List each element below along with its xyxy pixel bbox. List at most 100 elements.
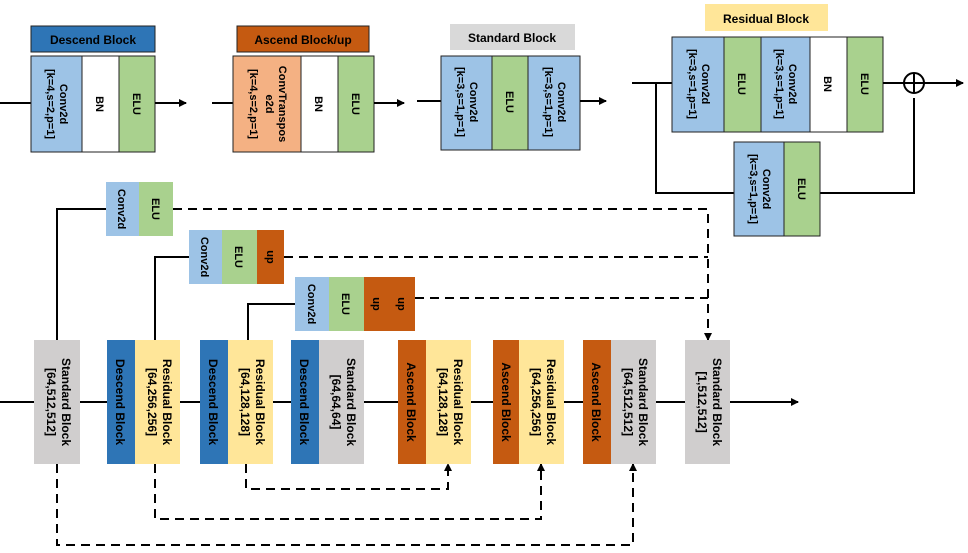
branch2-feed-line [154, 256, 189, 340]
std1-name: Standard Block [59, 358, 73, 446]
pipeline-standard-block-3: Standard Block [64,512,512] [611, 340, 656, 464]
legend-residual-skip-elu-label: ELU [795, 178, 807, 200]
legend-residual-elu2-layer [846, 36, 884, 133]
branch3-conv-layer [295, 277, 329, 331]
std3-name: Standard Block [636, 358, 650, 446]
branch3-feed-line [247, 303, 295, 340]
pipeline-standard-block-2: Standard Block [64,64,64] [319, 340, 364, 464]
pipeline-descend-block-2: Descend Block [200, 340, 228, 464]
legend-standard-conv1-name: Conv2d [467, 82, 479, 122]
res2-dims: [64,128,128] [238, 368, 252, 436]
branch2-elu-label: ELU [232, 246, 244, 268]
legend-residual-title-bg [705, 4, 828, 31]
legend-ascend-conv-params: [k=4,s=2,p=1] [247, 69, 259, 139]
legend-standard-elu1-label: ELU [503, 91, 515, 113]
legend-ascend-elu-layer [337, 55, 375, 153]
pipeline-ascend-block-1: Ascend Block [398, 340, 426, 464]
branch3-up1-layer [364, 277, 390, 331]
res3-dims: [64,128,128] [436, 368, 450, 436]
res3-name: Residual Block [451, 359, 465, 445]
pipeline-standard-block-output: Standard Block [1,512,512] [685, 340, 730, 464]
asc1-name: Ascend Block [404, 362, 418, 442]
legend-descend-conv-params: [k=4,s=2,p=1] [44, 69, 56, 139]
legend-descend-conv-layer [30, 55, 83, 153]
desc1-rect [107, 340, 135, 464]
std3-dims: [64,512,512] [621, 368, 635, 436]
branch2-conv-label: Conv2d [198, 237, 210, 277]
legend-residual-skip-conv-params: [k=3,s=1,p=1] [747, 154, 759, 224]
pipeline-blocks: Standard Block [64,512,512] Descend Bloc… [34, 340, 730, 464]
legend-residual-elu2-label: ELU [858, 73, 870, 95]
sum-icon [903, 72, 925, 94]
legend-descend-bn-label: BN [93, 96, 105, 112]
branch1-elu-label: ELU [149, 198, 161, 220]
branch2-up-layer [257, 230, 284, 284]
legend-residual-conv2-params: [k=3,s=1,p=1] [773, 49, 785, 119]
asc1-rect [398, 340, 426, 464]
res3-rect [426, 340, 471, 464]
legend-residual-elu1-label: ELU [735, 73, 747, 95]
legend-residual-bn-label: BN [821, 76, 833, 92]
legend-standard-block: Standard Block Conv2d [k=3,s=1,p=1] ELU … [417, 24, 607, 151]
legend-residual-conv1-layer [671, 36, 725, 133]
branch3-conv-label: Conv2d [305, 284, 317, 324]
legend-ascend-convtrans-layer [232, 55, 302, 153]
legend-residual-skip-conv-layer [733, 141, 785, 237]
legend-residual-skip-elu-layer [783, 141, 821, 237]
std1-rect [34, 340, 80, 464]
branch1-to-output-dash [173, 208, 712, 341]
res2-name: Residual Block [253, 359, 267, 445]
legend-descend-title-bg [30, 25, 156, 53]
side-branch-3: Conv2d ELU up up [295, 277, 415, 331]
pipeline-residual-block-3: Residual Block [64,128,128] [426, 340, 471, 464]
res4-name: Residual Block [544, 359, 558, 445]
legend-ascend-block: Ascend Block/up ConvTranspos e2d [k=4,s=… [212, 25, 405, 153]
pipeline-residual-block-4: Residual Block [64,256,256] [519, 340, 564, 464]
side-branch-1: Conv2d ELU [106, 182, 173, 236]
legend-standard-conv2-layer [527, 55, 581, 151]
asc2-name: Ascend Block [499, 362, 513, 442]
legend-descend-title: Descend Block [50, 33, 136, 47]
legend-residual-conv1-params: [k=3,s=1,p=1] [686, 49, 698, 119]
pipeline-ascend-block-2: Ascend Block [493, 340, 521, 464]
std2-dims: [64,64,64] [329, 375, 343, 430]
branch1-conv-layer [106, 182, 139, 236]
legend-residual-conv2-name: Conv2d [786, 64, 798, 104]
legend-ascend-conv-name-1: ConvTranspos [276, 66, 288, 142]
std2-name: Standard Block [344, 358, 358, 446]
pipeline-ascend-block-3: Ascend Block [583, 340, 611, 464]
pipeline-residual-block-1: Residual Block [64,256,256] [135, 340, 180, 464]
legend-residual-title: Residual Block [723, 12, 809, 26]
legend-descend-block: Descend Block Conv2d [k=4,s=2,p=1] BN EL… [0, 25, 187, 153]
legend-residual-conv2-layer [760, 36, 811, 133]
branch1-elu-layer [139, 182, 173, 236]
pipeline-standard-block-1: Standard Block [64,512,512] [34, 340, 80, 464]
legend-ascend-conv-name-2: e2d [263, 95, 275, 114]
legend-standard-title-bg [450, 24, 575, 50]
legend-descend-elu-label: ELU [130, 93, 142, 115]
std4-dims: [1,512,512] [695, 371, 709, 432]
branch1-feed-line [56, 208, 106, 340]
res4-dims: [64,256,256] [529, 368, 543, 436]
branch3-up2-layer [390, 277, 415, 331]
branch1-conv-label: Conv2d [115, 189, 127, 229]
desc1-name: Descend Block [113, 359, 127, 445]
res1-rect [135, 340, 180, 464]
asc2-rect [493, 340, 521, 464]
legend-ascend-title-bg [236, 25, 370, 53]
legend-ascend-bn-label: BN [312, 96, 324, 112]
std3-rect [611, 340, 656, 464]
skip-std1-to-std3 [56, 463, 637, 546]
std2-rect [319, 340, 364, 464]
std4-rect [685, 340, 730, 464]
branch3-elu-layer [329, 277, 364, 331]
legend-ascend-title: Ascend Block/up [254, 33, 351, 47]
legend-standard-conv1-params: [k=3,s=1,p=1] [454, 67, 466, 137]
res1-dims: [64,256,256] [145, 368, 159, 436]
branch2-elu-layer [222, 230, 257, 284]
legend-descend-bn-layer [81, 55, 120, 153]
std1-dims: [64,512,512] [44, 368, 58, 436]
branch3-elu-label: ELU [339, 293, 351, 315]
pipeline-descend-block-3: Descend Block [291, 340, 319, 464]
legend-residual-elu1-layer [723, 36, 762, 133]
